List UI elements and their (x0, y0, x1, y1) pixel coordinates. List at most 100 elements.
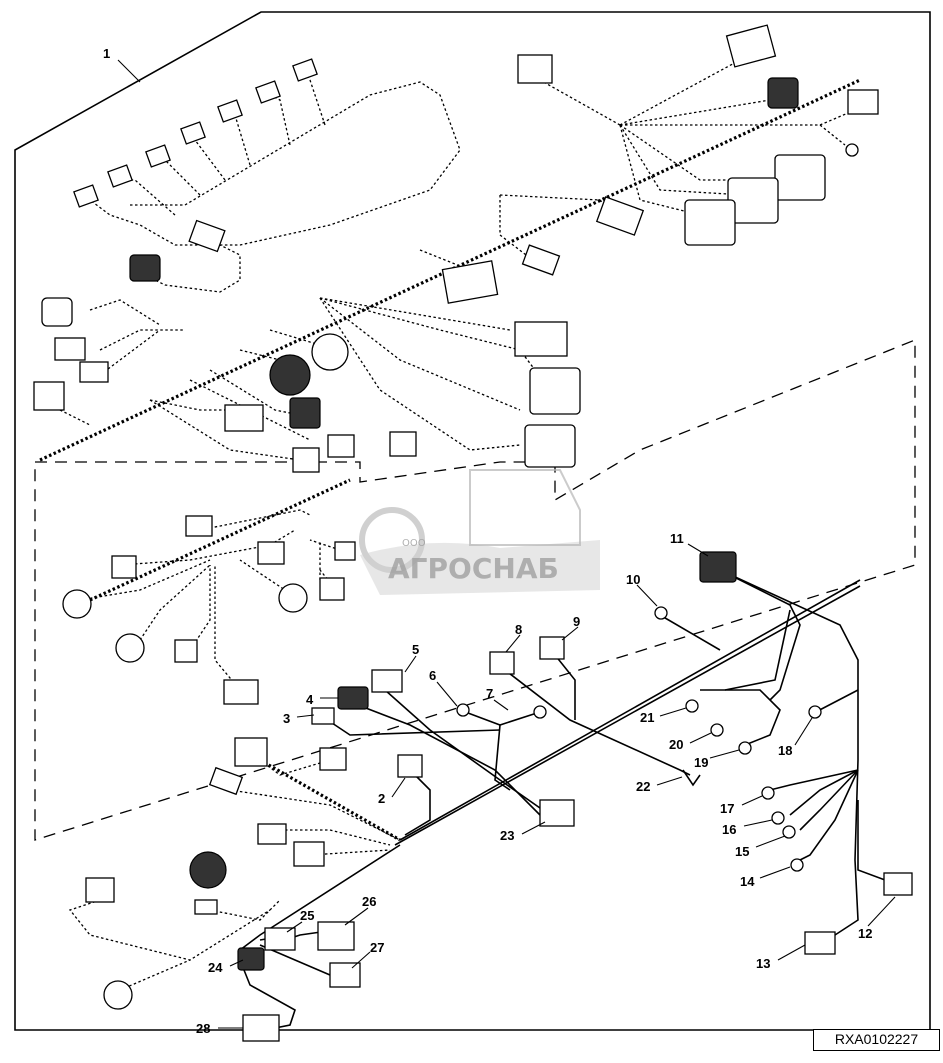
connector-1j (41, 297, 73, 327)
callout-label-4: 4 (306, 692, 314, 707)
callout-label-2: 2 (378, 791, 385, 806)
round-connector-s4 (189, 851, 227, 889)
reference-code: RXA0102227 (813, 1029, 940, 1051)
connector-1t (684, 199, 736, 246)
connector-26 (317, 921, 355, 951)
connector-23 (539, 799, 575, 827)
connector-1o (725, 24, 777, 68)
main-harness-connectors (33, 24, 879, 473)
callout-label-14: 14 (740, 874, 755, 889)
connector-12 (883, 872, 913, 896)
callout-label-11: 11 (670, 531, 684, 546)
connector-s4 (334, 541, 356, 561)
connector-s14 (85, 877, 115, 903)
callout-label-16: 16 (722, 822, 736, 837)
callout-label-22: 22 (636, 779, 650, 794)
harness-frame (14, 11, 931, 1031)
watermark-field-icon (360, 540, 600, 595)
ring-terminal-20 (710, 723, 724, 737)
ring-terminal-7 (533, 705, 547, 719)
connector-1ac (292, 447, 320, 473)
callout-label-27: 27 (370, 940, 384, 955)
sub-harness-dashed-frame (34, 339, 916, 841)
ring-terminal-1a (845, 143, 859, 157)
connector-1u (595, 196, 645, 236)
connector-1ae (389, 431, 417, 457)
callout-label-13: 13 (756, 956, 770, 971)
connector-2 (397, 754, 423, 778)
connector-1l (79, 361, 109, 383)
ring-terminal-18 (808, 705, 822, 719)
callout-label-6: 6 (429, 668, 436, 683)
connector-4 (337, 686, 369, 710)
watermark-small-text: ООО (402, 538, 426, 549)
callout-label-17: 17 (720, 801, 734, 816)
connector-s12 (293, 841, 325, 867)
connector-s13 (194, 899, 218, 915)
numbered-components (237, 551, 913, 1042)
connector-1h (188, 219, 226, 253)
connector-8 (489, 651, 515, 675)
connector-1v (521, 244, 561, 276)
callout-label-25: 25 (300, 908, 314, 923)
round-connector-s5 (103, 980, 133, 1010)
connector-25 (264, 927, 296, 951)
ring-terminal-10 (654, 606, 668, 620)
connector-27 (329, 962, 361, 988)
connector-11 (699, 551, 737, 583)
round-connector-s2 (278, 583, 308, 613)
connector-24 (237, 947, 265, 971)
connector-1ab (224, 404, 264, 432)
connector-5 (371, 669, 403, 693)
ring-terminal-17 (761, 786, 775, 800)
connector-1g (292, 58, 318, 82)
connector-1m (33, 381, 65, 411)
connector-13 (804, 931, 836, 955)
callout-label-26: 26 (362, 894, 376, 909)
connector-1k (54, 337, 86, 361)
connector-9 (539, 636, 565, 660)
connector-s9 (319, 747, 347, 771)
connector-1c (145, 144, 171, 168)
connector-1b (107, 164, 133, 188)
leader-lines (117, 59, 896, 1029)
fork-terminal-22 (682, 769, 701, 787)
connector-s1 (185, 515, 213, 537)
callout-label-8: 8 (515, 622, 522, 637)
connector-s8 (234, 737, 268, 767)
callout-label-1: 1 (103, 46, 110, 61)
connector-s3 (257, 541, 285, 565)
watermark-brand: АГРОСНАБ (388, 552, 559, 585)
callout-label-21: 21 (640, 710, 654, 725)
round-connector-s3 (115, 633, 145, 663)
connector-1p (767, 77, 799, 109)
ring-terminal-21 (685, 699, 699, 713)
callout-label-18: 18 (778, 743, 792, 758)
connector-1a (73, 184, 99, 208)
callout-label-23: 23 (500, 828, 514, 843)
connector-1r (774, 154, 826, 201)
watermark-combine-icon (469, 469, 581, 546)
connector-1d (180, 121, 206, 145)
connector-1ad (327, 434, 355, 458)
connector-1e (217, 99, 243, 123)
callout-label-10: 10 (626, 572, 640, 587)
connector-s5 (319, 577, 345, 601)
connector-1x (514, 321, 568, 357)
connector-s6 (174, 639, 198, 663)
ring-terminal-15 (782, 825, 796, 839)
ring-terminal-6 (456, 703, 470, 717)
ring-terminal-19 (738, 741, 752, 755)
connector-1n (517, 54, 553, 84)
callout-label-9: 9 (573, 614, 580, 629)
connector-s11 (257, 823, 287, 845)
connector-1q (847, 89, 879, 115)
connector-1y (529, 367, 581, 415)
round-connector-1b (269, 354, 311, 396)
ring-terminal-14 (790, 858, 804, 872)
callout-label-20: 20 (669, 737, 683, 752)
main-harness-wires (39, 51, 861, 462)
callout-labels: 1 2 3 4 5 6 7 8 9 10 11 12 13 14 15 16 1… (103, 46, 872, 1036)
callout-label-28: 28 (196, 1021, 210, 1036)
